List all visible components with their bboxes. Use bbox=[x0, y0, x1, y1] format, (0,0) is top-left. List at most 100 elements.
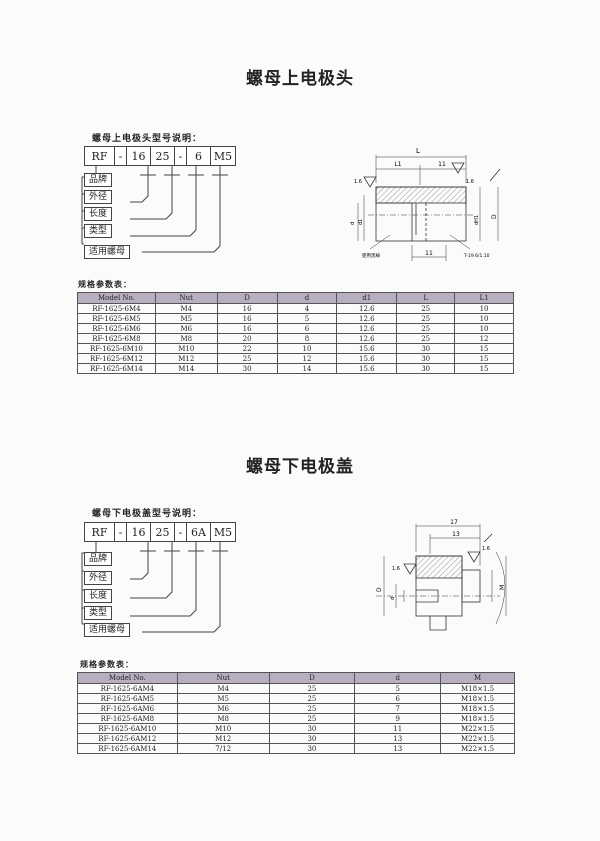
cell: 22 bbox=[216, 343, 278, 354]
cell: 30 bbox=[396, 353, 456, 364]
cell: M18×1.5 bbox=[440, 703, 515, 714]
cell: RF-1625-6M4 bbox=[77, 303, 156, 314]
col-L1: L1 bbox=[454, 292, 514, 304]
cell: M10 bbox=[176, 723, 270, 734]
cell: 13 bbox=[354, 743, 442, 754]
cell: 12.6 bbox=[336, 323, 398, 334]
label-type: 类型 bbox=[84, 606, 113, 620]
top-electrode-drawing: L L1 11 11 1.6 1.6 d d1 dH1 D 使用黑線 T-19.… bbox=[350, 147, 501, 261]
dia-d: d bbox=[350, 222, 356, 225]
cell: M18×1.5 bbox=[440, 683, 515, 694]
label-type: 类型 bbox=[84, 224, 113, 238]
cell: RF-1625-6AM8 bbox=[77, 713, 178, 724]
cell: 15 bbox=[454, 353, 514, 364]
roughness-1: 1.6 bbox=[392, 566, 400, 572]
cell: M22×1.5 bbox=[440, 733, 515, 744]
top-model-code: RF - 16 25 - 6 M5 bbox=[84, 146, 236, 166]
cell: RF-1625-6AM10 bbox=[77, 723, 178, 734]
code-brand: RF bbox=[85, 523, 115, 541]
cell: M5 bbox=[154, 313, 218, 324]
cell: 30 bbox=[268, 723, 356, 734]
dim-11-top: 11 bbox=[438, 161, 446, 168]
cell: 30 bbox=[396, 363, 456, 374]
label-outer-diameter: 外径 bbox=[84, 190, 113, 204]
cell: 12 bbox=[454, 333, 514, 344]
col-d1: d1 bbox=[336, 292, 398, 304]
cell: M8 bbox=[176, 713, 270, 724]
col-nut: Nut bbox=[176, 672, 270, 684]
cell: RF-1625-6M14 bbox=[77, 363, 156, 374]
cell: 10 bbox=[276, 343, 338, 354]
cell: 25 bbox=[216, 353, 278, 364]
cell: 4 bbox=[276, 303, 338, 314]
top-code-caption: 螺母上电极头型号说明： bbox=[92, 134, 203, 144]
cell: RF-1625-6AM6 bbox=[77, 703, 178, 714]
cell: 6 bbox=[354, 693, 442, 704]
dim-13: 13 bbox=[452, 531, 460, 538]
cell: M4 bbox=[154, 303, 218, 314]
cell: 25 bbox=[268, 703, 356, 714]
cell: M22×1.5 bbox=[440, 743, 515, 754]
cell: 9 bbox=[354, 713, 442, 724]
cell: 25 bbox=[268, 683, 356, 694]
cell: RF-1625-6AM4 bbox=[77, 683, 178, 694]
note-taper: T-19.6/1.10 bbox=[463, 253, 490, 259]
roughness-1: 1.6 bbox=[354, 179, 362, 185]
label-nut: 适用螺母 bbox=[84, 245, 131, 259]
col-d: d bbox=[276, 292, 338, 304]
cell: M12 bbox=[154, 353, 218, 364]
code-length: 25 bbox=[151, 147, 175, 165]
cell: M6 bbox=[176, 703, 270, 714]
cell: 15.6 bbox=[336, 363, 398, 374]
code-length: 25 bbox=[151, 523, 175, 541]
cell: 15 bbox=[454, 343, 514, 354]
code-diameter: 16 bbox=[127, 147, 151, 165]
cell: 6 bbox=[276, 323, 338, 334]
cell: 7/12 bbox=[176, 743, 270, 754]
cell: 5 bbox=[354, 683, 442, 694]
cell: 25 bbox=[396, 313, 456, 324]
cell: 5 bbox=[276, 313, 338, 324]
cell: 16 bbox=[216, 323, 278, 334]
label-nut: 适用螺母 bbox=[84, 623, 131, 637]
code-type: 6 bbox=[187, 147, 211, 165]
col-model: Model No. bbox=[77, 292, 156, 304]
note-left: 使用黑線 bbox=[362, 252, 380, 259]
cell: 7 bbox=[354, 703, 442, 714]
code-sep: - bbox=[175, 147, 187, 165]
bottom-code-leader-lines bbox=[81, 542, 228, 633]
bottom-section-title: 螺母下电极盖 bbox=[246, 457, 354, 477]
dim-L1: L1 bbox=[394, 161, 401, 168]
bottom-cap-drawing: 17 13 1.6 1.6 D d M bbox=[376, 519, 507, 631]
cell: RF-1625-6AM12 bbox=[77, 733, 178, 744]
dia-D: D bbox=[376, 587, 383, 592]
table-header-row: Model No. Nut D d M bbox=[77, 672, 515, 684]
code-sep: - bbox=[115, 147, 127, 165]
bottom-model-code: RF - 16 25 - 6A M5 bbox=[84, 522, 236, 542]
cell: 25 bbox=[396, 333, 456, 344]
cell: 12 bbox=[276, 353, 338, 364]
cell: M18×1.5 bbox=[440, 713, 515, 724]
cell: 25 bbox=[268, 693, 356, 704]
dim-11-bottom: 11 bbox=[425, 250, 433, 257]
cell: 30 bbox=[268, 733, 356, 744]
dia-D: D bbox=[491, 214, 498, 219]
top-spec-caption: 规格参数表： bbox=[78, 280, 132, 289]
code-brand: RF bbox=[85, 147, 115, 165]
cell: 30 bbox=[268, 743, 356, 754]
label-length: 长度 bbox=[84, 589, 113, 603]
code-sep: - bbox=[115, 523, 127, 541]
cell: RF-1625-6AM5 bbox=[77, 693, 178, 704]
bottom-code-caption: 螺母下电极盖型号说明： bbox=[92, 509, 203, 519]
